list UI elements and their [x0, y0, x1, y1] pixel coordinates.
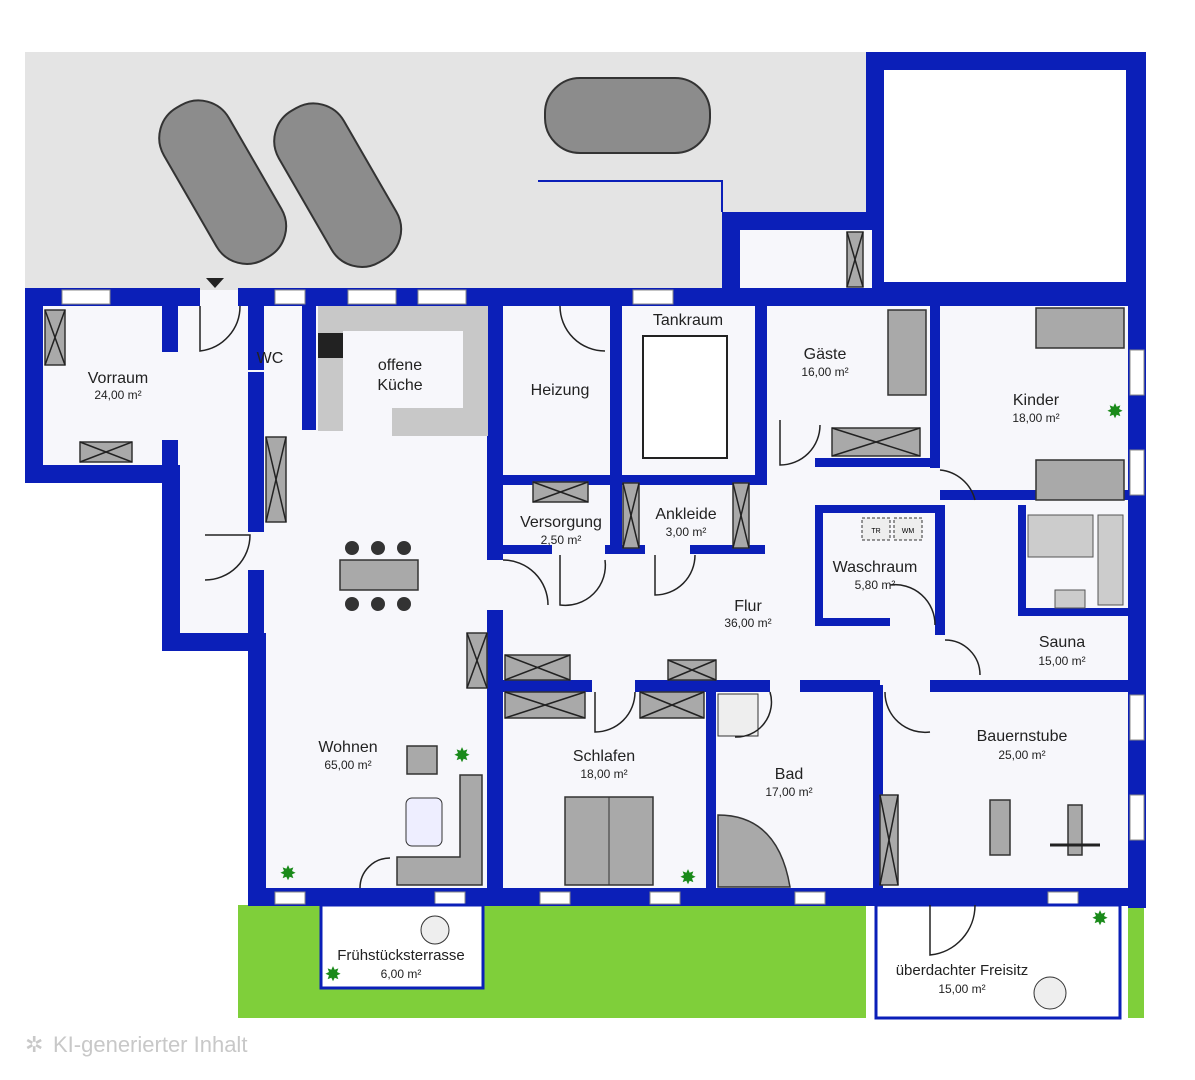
room-waschraum: Waschraum: [833, 559, 918, 576]
room-schlafen: Schlafen: [573, 748, 635, 765]
windows: [61, 289, 1145, 905]
sparkle-icon: ✲: [25, 1032, 43, 1057]
washer-label: WM: [902, 528, 915, 535]
svg-text:16,00 m²: 16,00 m²: [801, 365, 848, 379]
car-2: [273, 102, 403, 268]
dryer-label: TR: [871, 528, 880, 535]
room-bauernstube: Bauernstube: [977, 728, 1068, 745]
svg-text:6,00 m²: 6,00 m²: [381, 967, 422, 981]
svg-text:Küche: Küche: [377, 377, 422, 394]
svg-text:24,00 m²: 24,00 m²: [94, 388, 141, 402]
washer-dryer: TR WM: [861, 517, 923, 541]
walls: [25, 212, 1146, 908]
room-wohnen: Wohnen: [318, 739, 377, 756]
svg-text:✸: ✸: [1092, 908, 1109, 930]
svg-text:25,00 m²: 25,00 m²: [998, 748, 1045, 762]
svg-text:15,00 m²: 15,00 m²: [938, 982, 985, 996]
shower: [717, 693, 759, 737]
room-versorgung: Versorgung: [520, 514, 602, 531]
svg-text:18,00 m²: 18,00 m²: [1012, 411, 1059, 425]
room-kueche: offene: [378, 357, 422, 374]
room-bad: Bad: [775, 766, 803, 783]
svg-text:3,00 m²: 3,00 m²: [666, 525, 707, 539]
watermark: ✲ KI-generierter Inhalt: [25, 1032, 247, 1057]
plants: ✸ ✸ ✸ ✸ ✸ ✸: [280, 401, 1124, 986]
svg-text:18,00 m²: 18,00 m²: [580, 767, 627, 781]
fitness-equipment: [989, 799, 1100, 856]
sofa: [396, 745, 483, 886]
svg-text:15,00 m²: 15,00 m²: [1038, 654, 1085, 668]
svg-text:36,00 m²: 36,00 m²: [724, 616, 771, 630]
room-sauna: Sauna: [1039, 634, 1085, 651]
sauna-bench: [1027, 514, 1124, 609]
svg-text:2,50 m²: 2,50 m²: [541, 533, 582, 547]
breakfast-terrace: [319, 903, 485, 990]
cars: [158, 77, 711, 268]
bathtub: [717, 814, 791, 888]
svg-text:✸: ✸: [1107, 401, 1124, 423]
svg-text:65,00 m²: 65,00 m²: [324, 758, 371, 772]
room-heizung: Heizung: [531, 382, 590, 399]
svg-text:✸: ✸: [680, 867, 697, 889]
covered-seating: [874, 903, 1122, 1020]
cabinets: [44, 231, 921, 886]
svg-text:17,00 m²: 17,00 m²: [765, 785, 812, 799]
room-wc: WC: [257, 350, 284, 367]
svg-text:5,80 m²: 5,80 m²: [855, 578, 896, 592]
dining-table: [339, 541, 419, 611]
room-fruehstueckterrasse: Frühstücksterrasse: [337, 947, 465, 964]
room-ankleide: Ankleide: [655, 506, 716, 523]
tank: [642, 335, 728, 459]
doors: [199, 305, 981, 956]
watermark-text: KI-generierter Inhalt: [53, 1032, 247, 1057]
svg-text:✸: ✸: [325, 964, 342, 986]
svg-text:✸: ✸: [454, 745, 471, 767]
room-gaeste: Gäste: [804, 346, 847, 363]
entrance-arrow-icon: [206, 278, 224, 288]
beds: [564, 307, 1125, 886]
room-kinder: Kinder: [1013, 392, 1060, 409]
room-tankraum: Tankraum: [653, 312, 723, 329]
patio-tables: [420, 915, 1067, 1010]
car-1: [158, 99, 288, 265]
svg-text:✸: ✸: [280, 863, 297, 885]
kitchen-counter: [318, 306, 488, 436]
room-labels: Vorraum 24,00 m² WC offene Küche Heizung…: [88, 312, 1086, 996]
room-vorraum: Vorraum: [88, 370, 148, 387]
room-freisitz: überdachter Freisitz: [896, 962, 1029, 979]
room-flur: Flur: [734, 598, 762, 615]
car-3: [544, 77, 711, 154]
